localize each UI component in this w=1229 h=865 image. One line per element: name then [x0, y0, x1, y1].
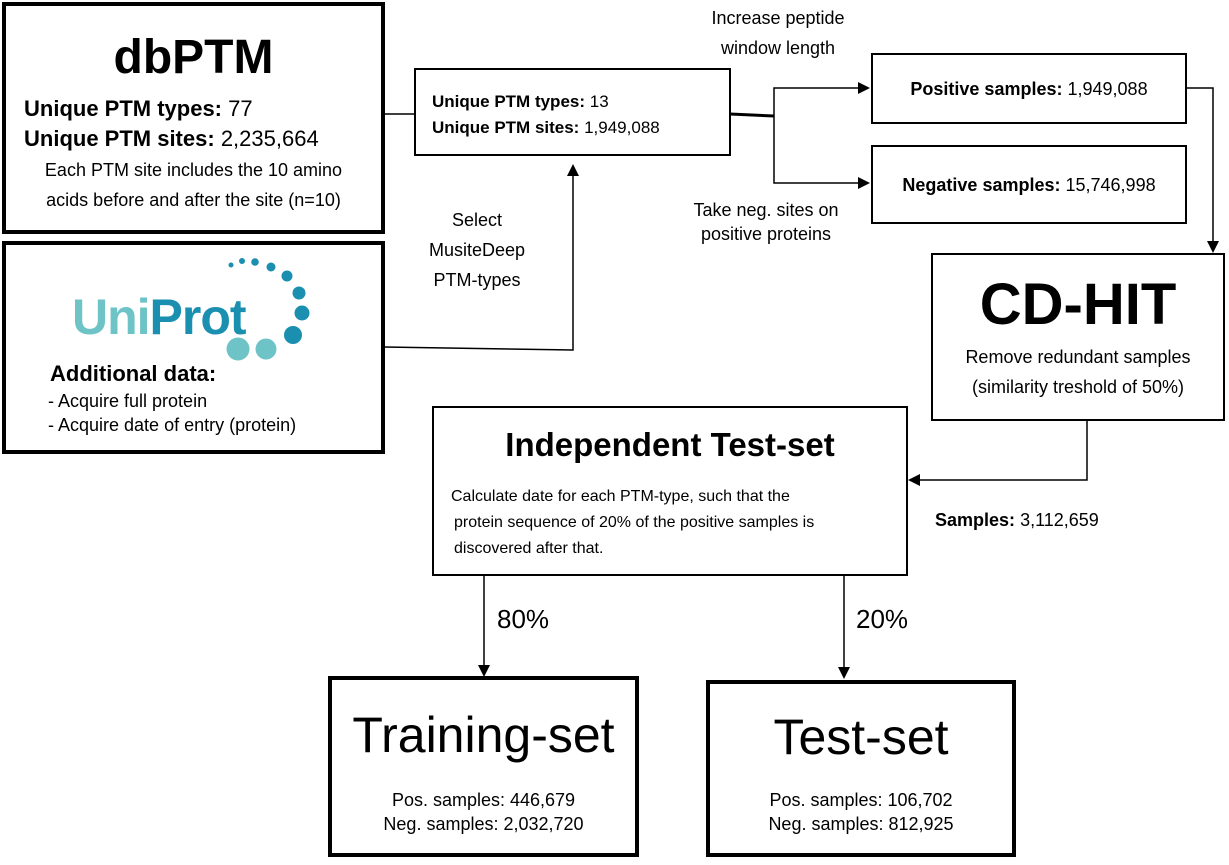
- samples-label-row: Samples: 3,112,659: [935, 510, 1099, 531]
- dbptm-title: dbPTM: [113, 31, 274, 84]
- dbptm-sites-label: Unique PTM sites:: [24, 126, 215, 151]
- independent-line1: Calculate date for each PTM-type, such t…: [451, 488, 790, 505]
- increase-label-line1: Increase peptide: [711, 8, 845, 28]
- uniprot-logo: UniProt: [66, 253, 326, 368]
- cdhit-title: CD-HIT: [979, 272, 1177, 337]
- test-set-box: Test-set Pos. samples: 106,702 Neg. samp…: [706, 680, 1016, 857]
- dbptm-note-line1: Each PTM site includes the 10 amino: [44, 160, 343, 180]
- positive-to-cdhit-arrow: [1187, 87, 1219, 253]
- negative-sites-label: Take neg. sites on positive proteins: [664, 198, 868, 246]
- positive-samples-box: Positive samples: 1,949,088: [871, 53, 1187, 124]
- positive-label: Positive samples:: [910, 79, 1063, 99]
- uniprot-item1: - Acquire full protein: [48, 391, 208, 411]
- training-set-box: Training-set Pos. samples: 446,679 Neg. …: [328, 676, 639, 857]
- cdhit-line1: Remove redundant samples: [965, 347, 1191, 367]
- uniprot-additional-title: Additional data:: [50, 361, 217, 386]
- negative-label: Negative samples:: [902, 175, 1061, 195]
- cdhit-box: CD-HIT Remove redundant samples (similar…: [931, 253, 1225, 421]
- uniprot-logo-uni: Uni: [72, 289, 151, 345]
- dbptm-sites-value: 2,235,664: [220, 126, 319, 151]
- uniprot-logo-dots-icon: [226, 258, 310, 361]
- testset-title: Test-set: [773, 709, 949, 765]
- select-label-line3: PTM-types: [433, 270, 521, 290]
- increase-window-label: Increase peptide window length: [680, 3, 876, 63]
- dbptm-sites-row: Unique PTM sites: 2,235,664: [24, 126, 319, 152]
- to-negative-arrow: [773, 116, 870, 189]
- select-label-line2: MusiteDeep: [428, 240, 526, 260]
- training-title: Training-set: [352, 707, 615, 763]
- select-musitedeep-label: Select MusiteDeep PTM-types: [404, 205, 550, 295]
- independent-line2: protein sequence of 20% of the positive …: [454, 514, 815, 531]
- samples-value: 3,112,659: [1020, 510, 1099, 530]
- test-percentage: 20%: [856, 604, 909, 634]
- increase-label-line2: window length: [720, 38, 836, 58]
- dbptm-types-label: Unique PTM types:: [24, 96, 223, 121]
- uniprot-item2: - Acquire date of entry (protein): [48, 415, 297, 435]
- uniprot-to-filtered-arrow: [383, 164, 579, 351]
- training-neg: Neg. samples: 2,032,720: [383, 814, 584, 834]
- cdhit-to-independent-arrow: [908, 421, 1088, 486]
- cdhit-line2: (similarity treshold of 50%): [971, 377, 1185, 397]
- train-percentage: 80%: [497, 604, 550, 634]
- independent-title: Independent Test-set: [505, 426, 835, 463]
- negative-value: 15,746,998: [1065, 175, 1156, 195]
- negsites-label-line1: Take neg. sites on: [693, 200, 839, 220]
- negative-samples-box: Negative samples: 15,746,998: [871, 145, 1187, 224]
- dbptm-box: dbPTM Unique PTM types: 77 Unique PTM si…: [2, 2, 385, 234]
- positive-samples-row: Positive samples: 1,949,088: [873, 79, 1185, 100]
- filtered-types-value: 13: [589, 92, 609, 111]
- dbptm-types-row: Unique PTM types: 77: [24, 96, 253, 122]
- filtered-to-split-line: [729, 112, 775, 118]
- filtered-ptm-box: Unique PTM types: 13 Unique PTM sites: 1…: [414, 68, 731, 156]
- dbptm-types-value: 77: [228, 96, 253, 121]
- testset-neg: Neg. samples: 812,925: [768, 814, 954, 834]
- uniprot-logo-text: UniProt: [72, 289, 247, 345]
- independent-testset-box: Independent Test-set Calculate date for …: [432, 406, 908, 576]
- to-positive-arrow: [773, 82, 870, 116]
- dbptm-note-line2: acids before and after the site (n=10): [46, 190, 341, 210]
- filtered-sites-value: 1,949,088: [584, 118, 660, 137]
- filtered-sites-label: Unique PTM sites:: [432, 118, 580, 137]
- positive-value: 1,949,088: [1067, 79, 1148, 99]
- testset-pos: Pos. samples: 106,702: [769, 790, 953, 810]
- training-pos: Pos. samples: 446,679: [391, 790, 576, 810]
- filtered-types-label: Unique PTM types:: [432, 92, 586, 111]
- uniprot-logo-prot: Prot: [149, 289, 247, 345]
- uniprot-box: UniProt Additional data: - Acquire full …: [2, 241, 385, 454]
- negsites-label-line2: positive proteins: [700, 224, 832, 244]
- negative-samples-row: Negative samples: 15,746,998: [873, 175, 1185, 196]
- samples-label: Samples:: [935, 510, 1016, 530]
- filtered-sites-row: Unique PTM sites: 1,949,088: [432, 118, 660, 138]
- select-label-line1: Select: [451, 210, 503, 230]
- independent-line3: discovered after that.: [454, 540, 604, 557]
- filtered-types-row: Unique PTM types: 13: [432, 92, 609, 112]
